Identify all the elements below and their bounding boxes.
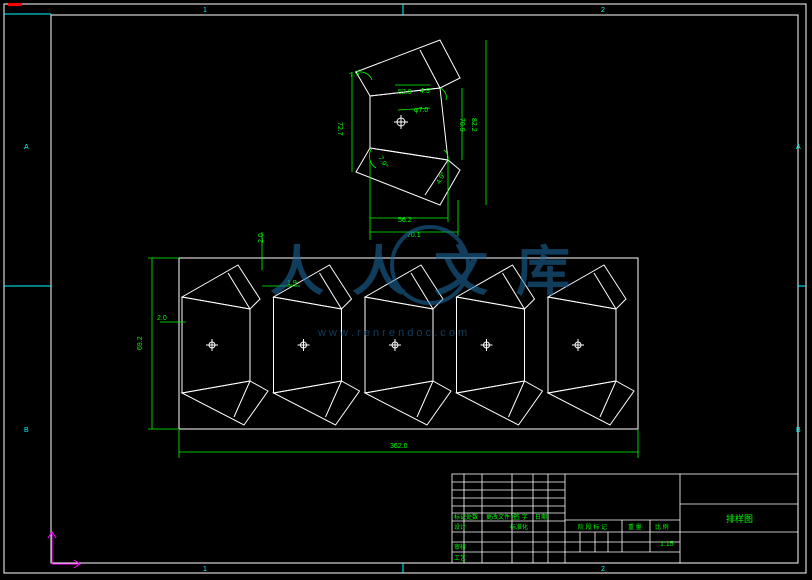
zone-labels: 1 2 1 2 A B A B (24, 7, 801, 573)
tb-row-label-3: 签 字 (514, 513, 528, 521)
zone-markers (4, 4, 806, 573)
drawing-frame (3, 3, 807, 574)
dim-angle-bottom-left: 7.9° (377, 155, 390, 170)
nest-sheet (178, 257, 639, 430)
tb-scale-label: 比 例 (655, 523, 669, 531)
watermark-text: 人人文库 (270, 240, 598, 303)
title-block-frame (451, 473, 799, 564)
part-center-panel (369, 87, 449, 161)
dim-angle-top-right: 4.9° (420, 87, 433, 95)
dim-hole: φ7.0 (414, 107, 428, 114)
dim-height-right-b: 82.2 (470, 118, 477, 132)
part-lower-fold (424, 159, 449, 196)
dim-overall-width: 362.0 (390, 443, 408, 450)
title-block-left-grid (452, 474, 565, 563)
dim-offset-left: 2.0 (157, 315, 167, 322)
nest-part-4-lower-flap (454, 380, 544, 426)
nest-part-5-upper-flap (546, 264, 627, 310)
tb-weight-label: 重 量 (628, 523, 642, 531)
tb-role-design: 设计 (454, 523, 466, 531)
inner-border (50, 14, 799, 564)
zone-top-1: 1 (203, 7, 207, 14)
nest-part-1-upper-fold (227, 272, 251, 310)
watermark-ring (390, 225, 470, 305)
nest-part-2-lower-fold (325, 380, 342, 418)
nest-part-4-upper-flap (455, 264, 536, 310)
nest-dim-text: 362.0 69.2 2.0 2.0 1.9 (137, 233, 408, 450)
tb-role-process: 工艺 (454, 554, 466, 562)
tb-row-label-1: 处数 (466, 513, 478, 521)
nest-part-1-upper-flap (180, 264, 261, 310)
dim-angle-top-left: 7.9° (348, 68, 363, 80)
dim-width-inner: 56.2 (398, 217, 412, 224)
tb-drawing-name: 排样图 (726, 513, 753, 524)
dim-chord-top: 52.9 (398, 89, 412, 96)
nest-parts (180, 264, 635, 426)
zone-right-b: B (796, 427, 801, 434)
tb-stage-label: 阶 段 标 记 (578, 523, 607, 531)
red-marker (8, 3, 22, 6)
nest-part-4-upper-fold (502, 272, 525, 310)
outer-border (3, 3, 807, 574)
tb-role-review: 审核 (454, 543, 466, 551)
zone-top-2: 2 (601, 7, 605, 14)
nest-part-5-lower-flap (546, 380, 635, 426)
nest-part-3-lower-fold (416, 380, 434, 418)
tb-row-label-2: 更改文件号 (486, 513, 516, 521)
nest-view[interactable] (178, 257, 639, 430)
watermark-url: w w w . r e n r e n d o c . c o m (317, 327, 467, 339)
part-upper-fold (419, 49, 441, 89)
dim-overall-height: 69.2 (137, 336, 144, 350)
zone-left-b: B (24, 427, 29, 434)
zone-left-a: A (24, 144, 29, 151)
tb-scale-value: 1:15 (660, 541, 674, 548)
dim-offset-top: 2.0 (258, 233, 265, 243)
part-lower-flap (355, 147, 461, 206)
zone-bottom-1: 1 (203, 566, 207, 573)
part-top-view[interactable] (355, 39, 461, 206)
tb-std-label: 标准化 (510, 523, 528, 531)
dim-height-right-a: 70.9 (458, 118, 465, 132)
zone-right-a: A (796, 144, 801, 151)
nest-part-3-lower-flap (363, 380, 452, 426)
dim-height-left: 72.7 (336, 122, 343, 136)
tb-row-label-4: 日期 (535, 513, 547, 521)
part-top-dimensions (351, 40, 487, 240)
nest-part-2-lower-flap (271, 380, 361, 426)
title-block (451, 473, 799, 564)
dim-gap: 1.9 (287, 280, 297, 287)
ucs-axis-icon (47, 531, 81, 569)
nest-part-5-lower-fold (599, 380, 617, 418)
zone-bottom-2: 2 (601, 566, 605, 573)
watermark: 人人文库 w w w . r e n r e n d o c . c o m (270, 225, 598, 339)
title-block-text: 标记 处数 更改文件号 签 字 日期 设计 审核 工艺 标准化 阶 段 标 记 … (454, 513, 753, 562)
nest-part-2-upper-fold (319, 272, 342, 310)
nest-part-1-lower-flap (180, 380, 269, 426)
nest-part-2-upper-flap (272, 264, 353, 310)
part-upper-flap (355, 39, 461, 97)
nest-part-5-upper-fold (593, 272, 617, 310)
nest-part-1-lower-fold (233, 380, 251, 418)
dim-width-outer: 70.1 (407, 232, 421, 239)
nest-part-4-lower-fold (508, 380, 525, 418)
nest-dimensions (148, 232, 639, 458)
tb-row-label-0: 标记 (454, 513, 466, 521)
